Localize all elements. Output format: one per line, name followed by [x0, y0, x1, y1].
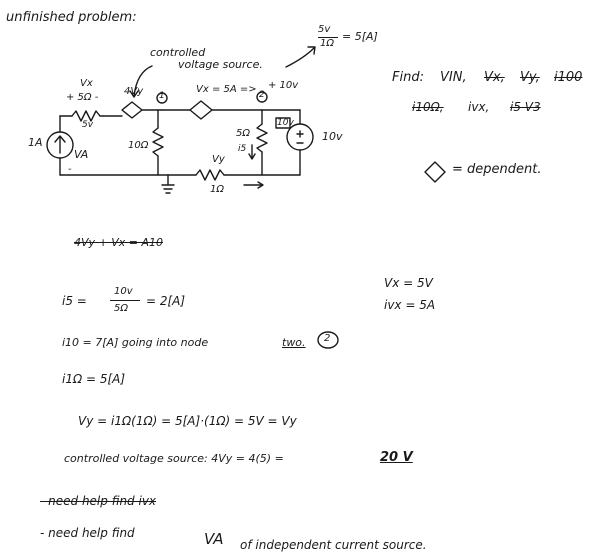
node-2-circle-mark: [317, 331, 339, 349]
node-2-label: 2: [259, 90, 265, 100]
i5-lhs: i5 =: [62, 294, 87, 308]
va-minus: -: [68, 164, 72, 175]
plus-10v-label: + 10v: [268, 80, 299, 91]
i10-line: i10 = 7[A] going into node: [62, 336, 209, 349]
node-2-marker: [256, 91, 268, 103]
callout-arrow: [133, 65, 153, 97]
note-va: VA: [204, 530, 224, 548]
va-label: VA: [74, 148, 89, 161]
i5-rhs: = 2[A]: [146, 294, 186, 308]
page-title: unfinished problem:: [6, 10, 137, 25]
vx-label: Vx: [80, 78, 93, 89]
note-rest: of independent current source.: [240, 538, 427, 552]
resistor-1ohm-icon: [195, 169, 225, 181]
res-10ohm-label: 10Ω: [128, 140, 149, 151]
resistor-5ohm-right-icon: [256, 123, 268, 153]
find-i10-struck: i10Ω,: [412, 100, 444, 114]
cvs-result: 20 V: [380, 450, 413, 465]
callout-ratio-den: 1Ω: [320, 38, 335, 49]
cvs-line: controlled voltage source: 4Vy = 4(5) =: [64, 452, 284, 465]
callout-controlled: controlled: [150, 46, 206, 59]
vx-value: 5v: [82, 120, 94, 130]
ivx-value-note: ivx = 5A: [384, 298, 436, 312]
note-need-help: - need help find: [40, 526, 135, 540]
callout-voltage-source: voltage source.: [178, 58, 263, 71]
i5-arrow-label: i5: [238, 144, 247, 154]
callout-ratio-result: = 5[A]: [342, 30, 378, 43]
dep-i-label: Vx = 5A =>: [196, 84, 257, 95]
vx-value-note: Vx = 5V: [384, 276, 433, 290]
i5-den: 5Ω: [114, 303, 129, 314]
find-vy-struck: Vy,: [520, 70, 540, 85]
resistor-10ohm-icon: [152, 127, 164, 157]
note-struck: - need help find ivx: [40, 494, 157, 508]
vy-line: Vy = i1Ω(1Ω) = 5[A]·(1Ω) = 5V = Vy: [78, 414, 297, 428]
ten-v-small: 10v: [277, 118, 294, 128]
vy-label: Vy: [212, 154, 225, 165]
vx-polarity: + 5Ω -: [66, 92, 99, 103]
dependent-source-legend-icon: [424, 161, 446, 183]
i5-fraction-bar: [110, 300, 140, 301]
find-vin: VIN,: [440, 70, 467, 85]
find-ivx: ivx,: [468, 100, 490, 114]
struck-equation: 4Vy + Vx = A10: [74, 236, 164, 249]
callout-ratio-num: 5v: [318, 24, 331, 35]
find-i100-struck: i100: [554, 70, 583, 85]
i1-line: i1Ω = 5[A]: [62, 372, 126, 386]
source-1a-label: 1A: [28, 136, 43, 149]
i5-num: 10v: [114, 286, 133, 297]
find-i5-struck: i5 V3: [510, 100, 541, 114]
dependent-legend-text: = dependent.: [452, 162, 542, 177]
find-label: Find:: [392, 70, 424, 85]
res-5ohm-label: 5Ω: [236, 128, 251, 139]
node-1-label: 1: [159, 91, 165, 101]
ratio-bar: [318, 37, 338, 38]
node-1-marker: [156, 92, 168, 104]
dependent-voltage-source-icon: [121, 101, 143, 119]
dep-v-label: 4Vy: [124, 86, 144, 97]
i10-two: two.: [282, 336, 306, 349]
res-1ohm-label: 1Ω: [210, 184, 225, 195]
dependent-current-source-icon: [189, 100, 213, 120]
find-vx-struck: Vx,: [484, 70, 505, 85]
ten-v-source-label: 10v: [322, 130, 343, 143]
i10-circle-2: 2: [324, 333, 331, 344]
resistor-5ohm-icon: [71, 110, 101, 122]
